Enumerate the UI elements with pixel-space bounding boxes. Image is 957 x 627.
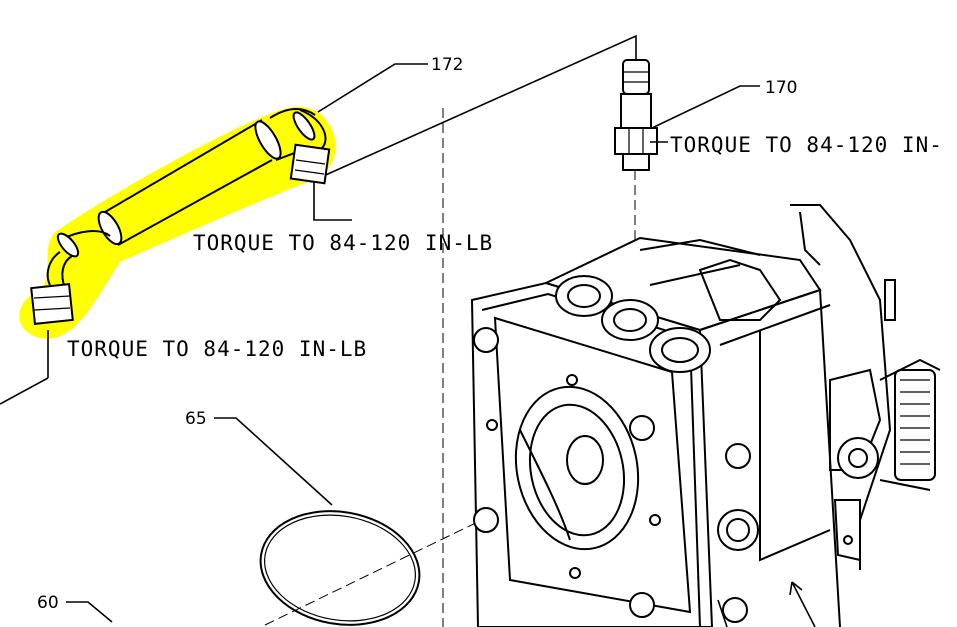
- o-ring-65[interactable]: [251, 499, 428, 627]
- torque-upper-leader: [313, 182, 352, 221]
- callout-60: 60: [37, 593, 59, 613]
- bottom-arrow-right: [789, 581, 816, 627]
- callout-170: 170: [765, 78, 797, 98]
- callout-65: 65: [185, 409, 207, 429]
- torque-note-fitting-170: TORQUE TO 84-120 IN-: [670, 133, 943, 157]
- hose-highlight: [19, 106, 336, 339]
- callout-172: 172: [431, 55, 463, 75]
- pump-face-plate: [473, 316, 759, 623]
- torque-lower-ext: [0, 377, 49, 405]
- fitting-170[interactable]: [614, 59, 658, 171]
- fitting-axis-leader: [309, 34, 637, 183]
- callout-170-leader: [651, 85, 760, 129]
- pump-ports: [555, 275, 711, 373]
- callout-65-leader: [214, 417, 333, 506]
- torque-note-hose-upper: TORQUE TO 84-120 IN-LB: [193, 231, 493, 255]
- callout-60-leader: [66, 601, 113, 623]
- bottom-arrow-left: [717, 599, 728, 627]
- callout-172-leader: [317, 63, 428, 113]
- torque-note-hose-lower: TORQUE TO 84-120 IN-LB: [67, 337, 367, 361]
- hose-assembly-172[interactable]: [30, 108, 331, 325]
